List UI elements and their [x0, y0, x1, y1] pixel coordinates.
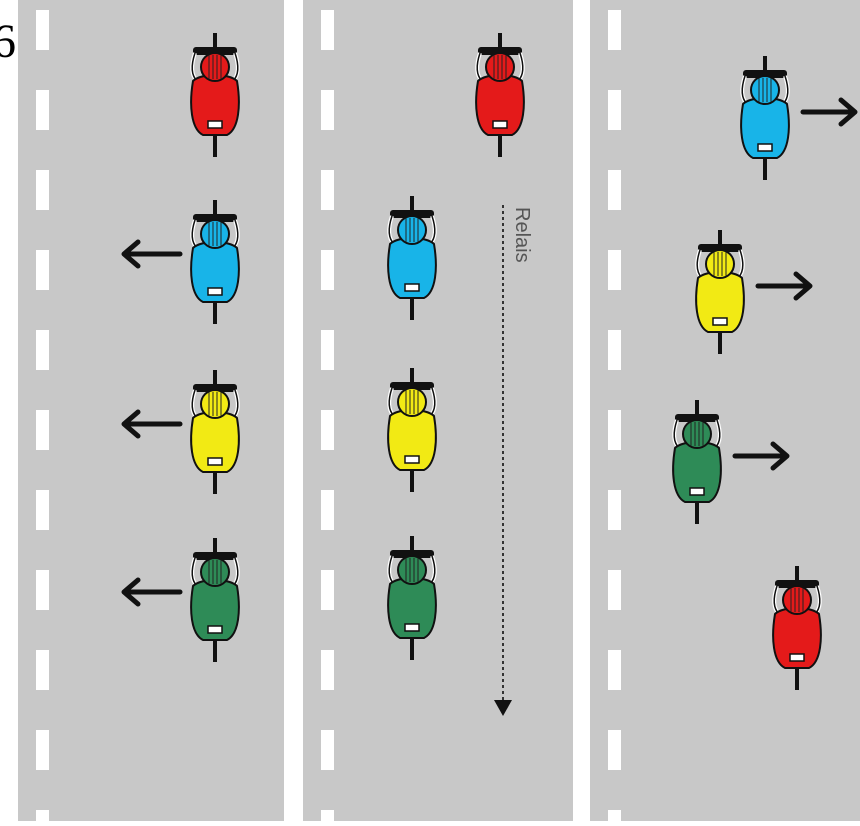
lane-dash — [608, 90, 621, 130]
handlebar — [478, 47, 522, 55]
lane-dash — [36, 90, 49, 130]
arrow-head — [770, 441, 790, 471]
saddle — [712, 317, 728, 326]
saddle — [207, 120, 223, 129]
saddle — [689, 487, 705, 496]
rider-blue — [740, 56, 790, 180]
helmet — [200, 389, 230, 419]
rider-yellow — [387, 368, 437, 492]
handlebar — [193, 384, 237, 392]
lane-dash — [321, 250, 334, 290]
lane-dash — [36, 250, 49, 290]
helmet — [397, 215, 427, 245]
lane-dash — [321, 410, 334, 450]
arrow-head — [793, 271, 813, 301]
helmet — [782, 585, 812, 615]
lane-dash — [36, 410, 49, 450]
lane-dash — [321, 810, 334, 826]
lane-dash — [321, 330, 334, 370]
rider-red — [190, 33, 240, 157]
handlebar — [193, 214, 237, 222]
rider-red — [772, 566, 822, 690]
saddle — [404, 623, 420, 632]
arrow-head — [838, 97, 858, 127]
saddle — [207, 457, 223, 466]
lane-dash — [608, 170, 621, 210]
saddle — [404, 455, 420, 464]
lane-dash — [608, 730, 621, 770]
saddle — [207, 625, 223, 634]
lane-dash — [608, 570, 621, 610]
saddle — [207, 287, 223, 296]
lane-dash — [36, 810, 49, 826]
arrow-head — [121, 239, 141, 269]
helmet — [397, 555, 427, 585]
rider-blue — [190, 200, 240, 324]
helmet — [397, 387, 427, 417]
lane-dash — [321, 170, 334, 210]
lane-dash — [36, 570, 49, 610]
helmet — [485, 52, 515, 82]
rider-yellow — [695, 230, 745, 354]
helmet — [200, 557, 230, 587]
lane-dash — [608, 650, 621, 690]
lane-dash — [608, 10, 621, 50]
lane-dash — [321, 730, 334, 770]
rider-yellow — [190, 370, 240, 494]
handlebar — [390, 382, 434, 390]
lane-dash — [36, 490, 49, 530]
handlebar — [743, 70, 787, 78]
lane-dash — [36, 170, 49, 210]
saddle — [789, 653, 805, 662]
road-2 — [303, 0, 573, 821]
helmet — [750, 75, 780, 105]
relay-label: Relais — [511, 207, 533, 263]
handlebar — [698, 244, 742, 252]
rider-green — [387, 536, 437, 660]
saddle — [492, 120, 508, 129]
helmet — [705, 249, 735, 279]
lane-dash — [608, 250, 621, 290]
rider-blue — [387, 196, 437, 320]
lane-dash — [321, 490, 334, 530]
arrow-head — [121, 409, 141, 439]
arrow-head — [121, 577, 141, 607]
lane-dash — [321, 10, 334, 50]
helmet — [682, 419, 712, 449]
handlebar — [675, 414, 719, 422]
saddle — [404, 283, 420, 292]
road-1 — [18, 0, 284, 821]
rider-red — [475, 33, 525, 157]
helmet — [200, 52, 230, 82]
lane-dash — [36, 730, 49, 770]
handlebar — [193, 552, 237, 560]
handlebar — [193, 47, 237, 55]
relay-arrow-head — [494, 700, 512, 716]
rider-green — [672, 400, 722, 524]
lane-dash — [321, 650, 334, 690]
lane-dash — [321, 90, 334, 130]
handlebar — [390, 550, 434, 558]
lane-dash — [36, 10, 49, 50]
lane-dash — [321, 570, 334, 610]
lane-dash — [36, 650, 49, 690]
lane-dash — [36, 330, 49, 370]
lane-dash — [608, 410, 621, 450]
lane-dash — [608, 810, 621, 826]
road-3 — [590, 0, 860, 821]
lane-dash — [608, 490, 621, 530]
helmet — [200, 219, 230, 249]
lane-dash — [608, 330, 621, 370]
rider-green — [190, 538, 240, 662]
saddle — [757, 143, 773, 152]
handlebar — [775, 580, 819, 588]
handlebar — [390, 210, 434, 218]
corner-number: 6 — [0, 15, 16, 68]
